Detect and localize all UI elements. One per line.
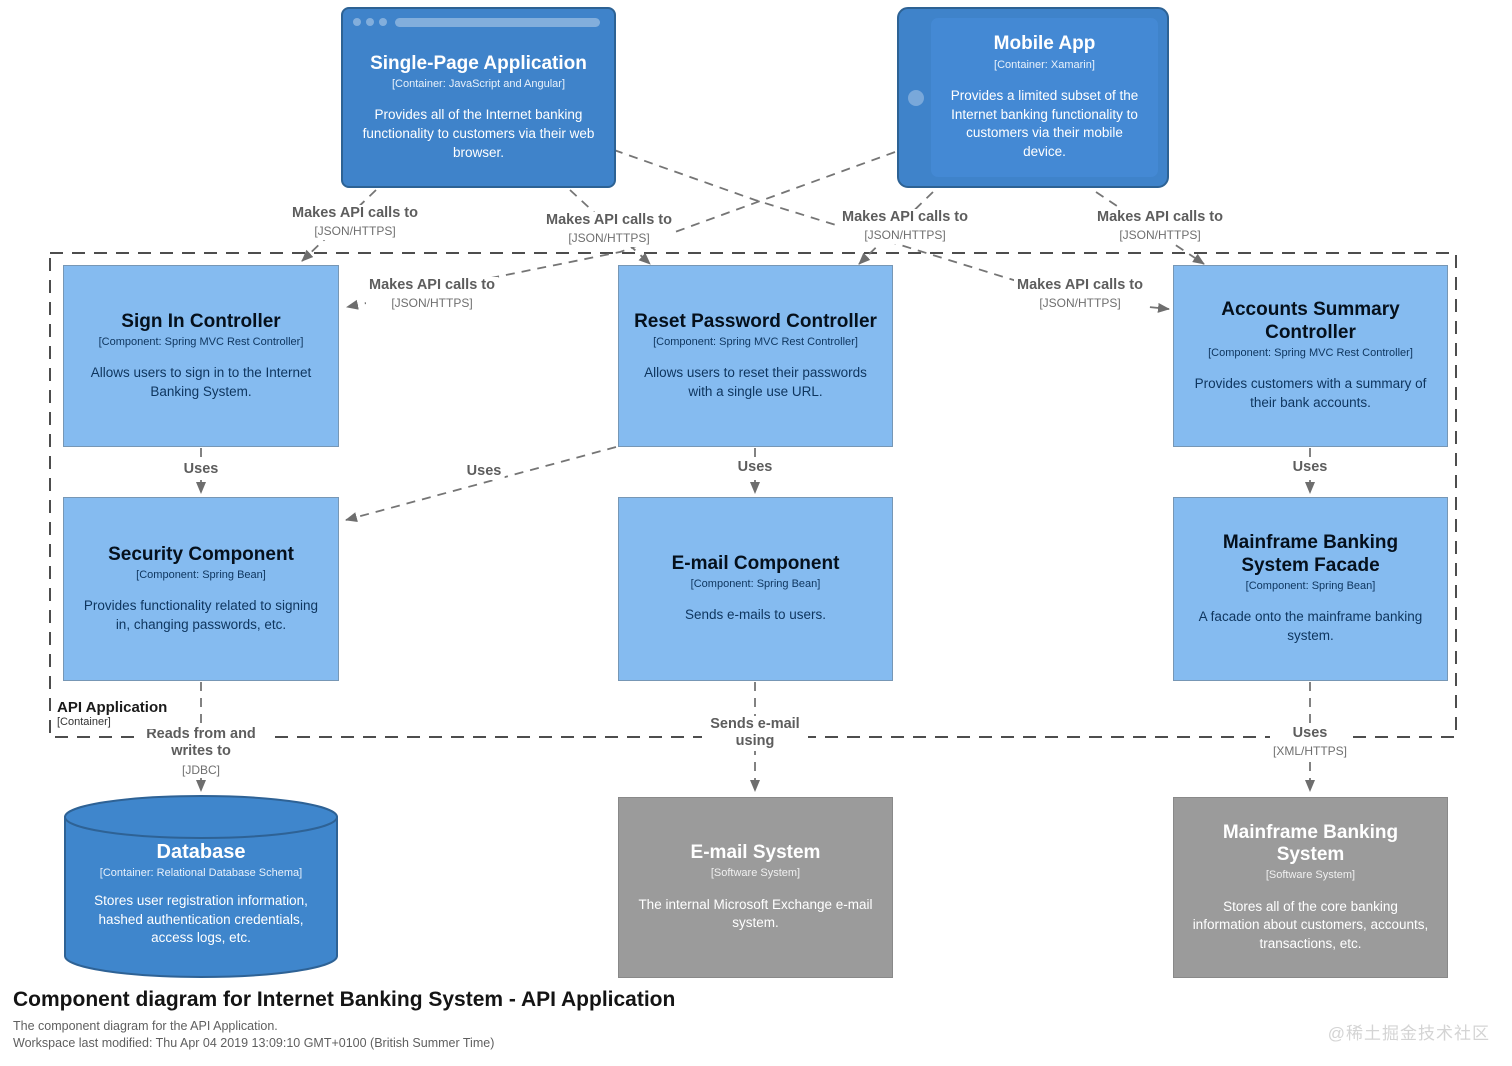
node-title: E-mail System [690,842,821,864]
node-meta: [Component: Spring MVC Rest Controller] [1208,347,1413,360]
node-desc: Provides customers with a summary of the… [1194,376,1427,410]
browser-address-bar [395,18,600,27]
watermark: @稀土掘金技术社区 [1327,1024,1490,1043]
node-meta: [Software System] [710,867,801,880]
node-title: Accounts Summary Controller [1221,299,1400,343]
browser-dot-icon [366,18,374,26]
diagram-title: Component diagram for Internet Banking S… [13,988,676,1011]
node-meta: [Container: Relational Database Schema] [99,867,303,879]
node-email-system: E-mail System [Software System] The inte… [618,797,893,978]
node-meta: [Component: Spring Bean] [690,578,821,591]
node-mainframe-banking-system-facade: Mainframe Banking System Facade [Compone… [1173,497,1448,681]
edge-label: Makes API calls to[JSON/HTTPS] [543,212,675,247]
node-reset-password-controller: Reset Password Controller [Component: Sp… [618,265,893,447]
diagram-subtitle: The component diagram for the API Applic… [13,1019,278,1033]
edge-label: Makes API calls to[JSON/HTTPS] [1094,209,1226,244]
edge-label: Uses [463,463,505,481]
edge-label: Uses[XML/HTTPS] [1269,725,1351,760]
edge-label: Uses [180,461,222,479]
edge-label: Uses [1289,459,1331,477]
node-title: E-mail Component [671,552,840,574]
node-title: Single-Page Application [370,52,587,74]
edge-label: Sends e-mail using [702,716,808,751]
node-meta: [Container: Xamarin] [994,58,1095,71]
node-email-component: E-mail Component [Component: Spring Bean… [618,497,893,681]
node-meta: [Component: Spring MVC Rest Controller] [98,335,304,348]
boundary-label: API Application [Container] [57,699,172,730]
edge-label: Uses [734,459,776,477]
node-meta: [Component: Spring MVC Rest Controller] [653,335,858,348]
node-desc: Allows users to sign in to the Internet … [90,365,312,399]
edge-label: Makes API calls to[JSON/HTTPS] [289,205,421,240]
node-title: Reset Password Controller [634,310,877,332]
node-single-page-application: Single-Page Application [Container: Java… [341,7,616,188]
node-desc: Allows users to reset their passwords wi… [644,365,867,399]
node-title: Sign In Controller [121,310,281,332]
database-cylinder-icon [64,795,338,978]
node-desc: Provides functionality related to signin… [83,598,319,632]
node-meta: [Software System] [1265,869,1356,882]
node-database: Database [Container: Relational Database… [63,795,339,979]
edge-label: Makes API calls to[JSON/HTTPS] [1014,277,1146,312]
node-desc: Sends e-mails to users. [684,607,827,623]
node-title: Database [156,841,246,863]
node-desc: Stores user registration information, ha… [94,893,308,946]
node-title: Security Component [108,543,294,565]
node-desc: Provides all of the Internet banking fun… [362,107,595,160]
edge-label: Makes API calls to[JSON/HTTPS] [366,277,498,312]
node-sign-in-controller: Sign In Controller [Component: Spring MV… [63,265,339,447]
node-meta: [Container: JavaScript and Angular] [391,78,566,91]
node-title: Mainframe Banking System Facade [1222,532,1399,576]
tablet-screen: Mobile App [Container: Xamarin] Provides… [931,18,1158,177]
browser-dot-icon [379,18,387,26]
node-desc: The internal Microsoft Exchange e-mail s… [638,896,873,931]
node-title: Mobile App [993,33,1096,55]
node-meta: [Component: Spring Bean] [136,568,266,581]
node-security-component: Security Component [Component: Spring Be… [63,497,339,681]
node-mobile-app: Mobile App [Container: Xamarin] Provides… [897,7,1169,188]
node-accounts-summary-controller: Accounts Summary Controller [Component: … [1173,265,1448,447]
node-meta: [Component: Spring Bean] [1245,580,1376,593]
browser-dot-icon [353,18,361,26]
node-mainframe-banking-system: Mainframe Banking System [Software Syste… [1173,797,1448,978]
node-desc: A facade onto the mainframe banking syst… [1198,609,1423,643]
workspace-modified: Workspace last modified: Thu Apr 04 2019… [13,1036,495,1050]
edge-label: Makes API calls to[JSON/HTTPS] [839,209,971,244]
node-title: Mainframe Banking System [1222,821,1399,865]
node-desc: Provides a limited subset of the Interne… [950,88,1139,159]
home-button-icon [908,89,924,106]
node-desc: Stores all of the core banking informati… [1192,898,1429,951]
edge-label: Reads from and writes to[JDBC] [136,726,266,779]
